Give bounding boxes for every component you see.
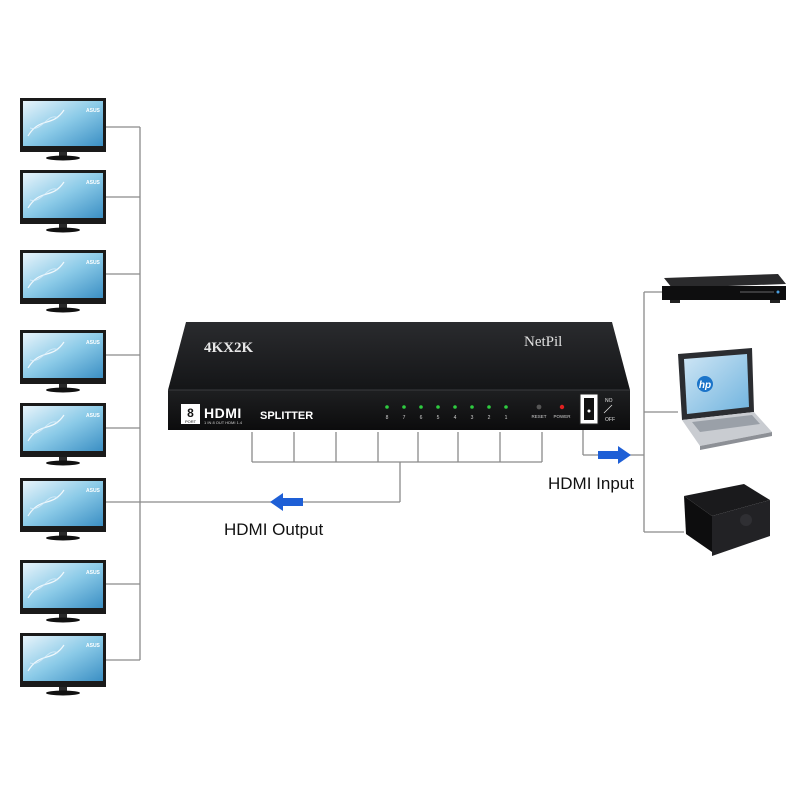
monitor-screen-logo: ASUS: [86, 340, 101, 346]
reset-label: RESET: [531, 414, 546, 419]
port-led: [419, 405, 423, 409]
output-wiring: [106, 126, 543, 661]
port-led: [436, 405, 440, 409]
power-led: [559, 404, 565, 410]
port-led: [453, 405, 457, 409]
port-number: 1: [505, 415, 508, 421]
blu-ray-player-icon: [662, 274, 786, 303]
monitor-icon: ASUS: [20, 633, 106, 696]
monitor-icon: ASUS: [20, 403, 106, 466]
device-front: [168, 390, 630, 430]
game-console-icon: [684, 484, 770, 556]
device-top: [168, 322, 630, 390]
hdmi-input-label: HDMI Input: [548, 474, 634, 493]
output-arrow-icon: [270, 493, 303, 511]
monitor-icon: ASUS: [20, 250, 106, 313]
port-led: [504, 405, 508, 409]
port-number: 8: [386, 415, 389, 421]
product-label: SPLITTER: [260, 410, 313, 422]
monitor-icon: ASUS: [20, 560, 106, 623]
hdmi-output-label: HDMI Output: [224, 520, 324, 539]
port-number: 5: [437, 415, 440, 421]
brand-label: NetPil: [524, 334, 562, 350]
port-count-sub: PORT: [185, 419, 197, 424]
reset-button[interactable]: [536, 404, 542, 410]
monitor-screen-logo: ASUS: [86, 180, 101, 186]
laptop-icon: hp: [678, 348, 772, 450]
port-number: 3: [471, 415, 474, 421]
port-number: 7: [403, 415, 406, 421]
switch-on-label: NO: [605, 398, 613, 404]
monitor-screen-logo: ASUS: [86, 108, 101, 114]
monitor-icon: ASUS: [20, 478, 106, 541]
monitor-icon: ASUS: [20, 98, 106, 161]
power-switch-rocker: [584, 398, 594, 420]
hdmi-splitter-device: 4KX2K NetPil 8 PORT HDMI 1 IN 8 OUT HDMI…: [168, 322, 630, 430]
monitor-screen-logo: ASUS: [86, 570, 101, 576]
port-count-badge: [181, 404, 200, 424]
resolution-label: 4KX2K: [204, 340, 254, 356]
port-count-number: 8: [187, 406, 194, 420]
port-led: [402, 405, 406, 409]
input-arrow-icon: [598, 446, 631, 464]
port-led: [487, 405, 491, 409]
monitor-icon: ASUS: [20, 170, 106, 233]
switch-off-label: OFF: [605, 417, 615, 423]
hdmi-sub-label: 1 IN 8 OUT HDMI 1.4: [204, 420, 243, 425]
monitor-screen-logo: ASUS: [86, 413, 101, 419]
port-led: [470, 405, 474, 409]
port-number: 2: [488, 415, 491, 421]
monitor-screen-logo: ASUS: [86, 260, 101, 266]
hdmi-logo: HDMI: [204, 405, 242, 421]
port-led: [385, 405, 389, 409]
monitor-screen-logo: ASUS: [86, 643, 101, 649]
port-number: 4: [454, 415, 457, 421]
monitor-list: ASUS ASUS ASUS ASUS ASUS ASUS ASUS ASUS: [20, 98, 106, 696]
power-label: POWER: [553, 414, 571, 419]
monitor-screen-logo: ASUS: [86, 488, 101, 494]
port-indicators: 8 7 6 5 4 3 2 1: [385, 405, 508, 421]
laptop-screen-text: hp: [699, 380, 711, 391]
monitor-icon: ASUS: [20, 330, 106, 393]
port-number: 6: [420, 415, 423, 421]
